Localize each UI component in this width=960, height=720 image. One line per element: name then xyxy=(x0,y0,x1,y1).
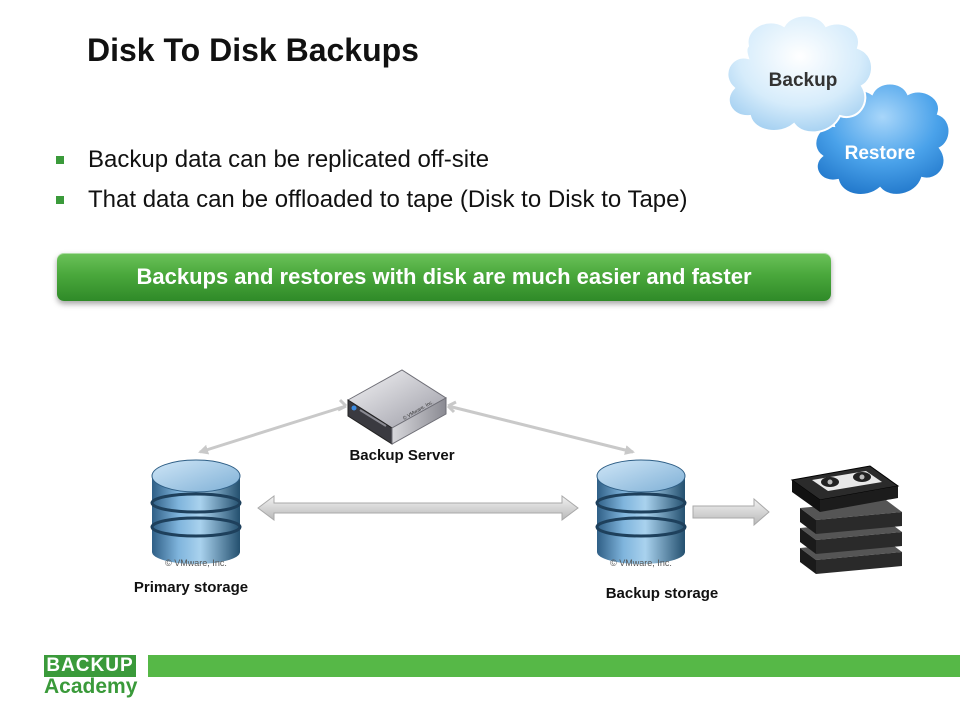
bullet-list: Backup data can be replicated off-site T… xyxy=(52,142,687,222)
primary-storage-icon: © VMware, Inc. xyxy=(150,459,242,568)
slide-title: Disk To Disk Backups xyxy=(87,32,419,68)
backup-storage-label: Backup storage xyxy=(606,585,719,602)
replication-double-arrow xyxy=(257,495,579,521)
offload-arrow xyxy=(692,497,770,527)
bullet-item: That data can be offloaded to tape (Disk… xyxy=(52,182,687,222)
backup-server-icon: © VMware, Inc. xyxy=(347,369,447,445)
bullet-square-icon xyxy=(56,196,64,204)
tape-stack-icon xyxy=(790,465,902,574)
bullet-square-icon xyxy=(56,156,64,164)
backup-server-label: Backup Server xyxy=(349,447,454,464)
primary-storage-label: Primary storage xyxy=(134,579,248,596)
backup-vendor-mark: © VMware, Inc. xyxy=(610,558,672,568)
backup-storage-icon: © VMware, Inc. xyxy=(595,459,687,568)
bullet-text: That data can be offloaded to tape (Disk… xyxy=(88,186,688,213)
server-to-primary-arrow xyxy=(198,404,347,455)
highlight-banner: Backups and restores with disk are much … xyxy=(57,253,831,301)
logo-academy-text: Academy xyxy=(44,675,138,698)
footer-bar xyxy=(148,655,960,677)
backup-cloud-label: Backup xyxy=(769,70,838,91)
restore-cloud-label: Restore xyxy=(845,143,916,164)
bullet-text: Backup data can be replicated off-site xyxy=(88,146,490,173)
bullet-item: Backup data can be replicated off-site xyxy=(52,142,687,182)
backup-cloud-icon xyxy=(726,14,873,134)
logo-backup-text: BACKUP xyxy=(44,655,136,677)
primary-vendor-mark: © VMware, Inc. xyxy=(165,558,227,568)
server-to-backup-arrow xyxy=(447,404,635,455)
